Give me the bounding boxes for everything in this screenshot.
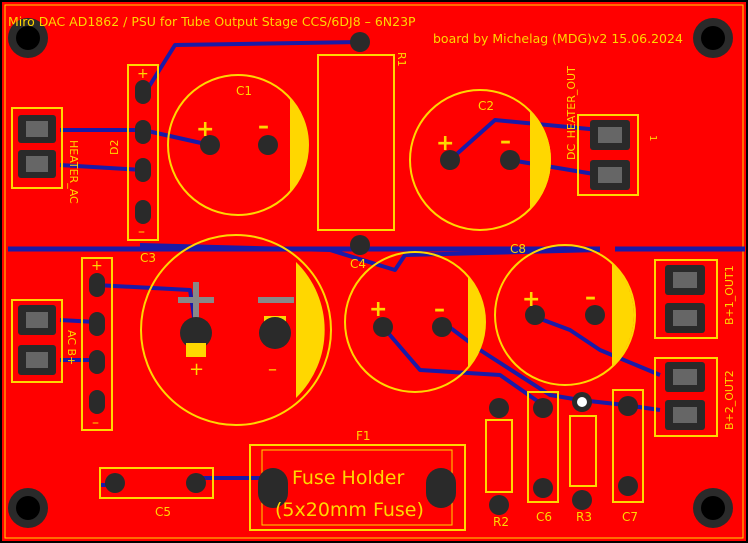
resistor-r3 — [569, 392, 597, 510]
c3-plus: + — [91, 258, 103, 274]
label-c3: C3 — [140, 251, 156, 265]
capacitor-c6 — [527, 391, 559, 503]
c4-plus: + — [369, 297, 387, 322]
label-f1: F1 — [356, 429, 371, 443]
capacitor-c7 — [612, 389, 644, 503]
label-heater-ac: HEATER_AC — [67, 140, 80, 204]
capacitor-c2 — [409, 89, 552, 231]
big-cap-plus: + — [189, 359, 204, 380]
silkscreen-text: Miro DAC AD1862 / PSU for Tube Output St… — [8, 14, 736, 529]
label-pin1: 1 — [647, 135, 658, 141]
fuse-label-line2: (5x20mm Fuse) — [275, 499, 424, 521]
board-title: Miro DAC AD1862 / PSU for Tube Output St… — [8, 14, 416, 29]
capacitor-c4-mid — [344, 251, 486, 393]
fuse-holder-f1 — [249, 444, 466, 531]
c2-minus: – — [500, 129, 511, 154]
d2-minus: – — [138, 224, 145, 240]
resistor-r1 — [317, 32, 395, 255]
c1-plus: + — [196, 117, 214, 142]
capacitor-c4 — [140, 234, 332, 426]
c3-minus: – — [92, 415, 99, 431]
mounting-holes — [8, 18, 733, 528]
board-credit: board by Michelag (MDG)v2 15.06.2024 — [433, 31, 683, 46]
label-r3: R3 — [576, 510, 592, 524]
label-c6: C6 — [536, 510, 552, 524]
label-c8: C8 — [510, 242, 526, 256]
heater-ac-connector — [11, 107, 63, 189]
label-b1-out1: B+1_OUT1 — [723, 265, 736, 325]
label-c1: C1 — [236, 84, 252, 98]
d2-plus: + — [137, 66, 149, 82]
label-dc-heater-out: DC_HEATER_OUT — [565, 66, 578, 160]
label-c4: C4 — [350, 257, 366, 271]
label-r1: R1 — [395, 52, 408, 67]
c8-minus: – — [585, 285, 596, 310]
label-c2: C2 — [478, 99, 494, 113]
c2-plus: + — [436, 131, 454, 156]
c3-bridge — [81, 257, 113, 431]
capacitor-c5 — [99, 467, 214, 499]
c4-minus: – — [434, 297, 445, 322]
label-c5: C5 — [155, 505, 171, 519]
label-b2-out2: B+2_OUT2 — [723, 370, 736, 430]
c1-minus: – — [258, 114, 269, 139]
capacitor-c1 — [167, 74, 309, 216]
dc-heater-out-connector — [577, 114, 639, 196]
capacitor-c8 — [494, 244, 636, 386]
b2-out2-connector — [654, 357, 718, 437]
label-ac-b: AC B+ — [65, 330, 78, 365]
label-d2: D2 — [108, 140, 121, 155]
board-outline — [4, 4, 744, 539]
b1-out1-connector — [654, 259, 718, 339]
c8-plus: + — [522, 287, 540, 312]
big-cap-minus: – — [268, 359, 277, 380]
ac-b-connector — [11, 299, 63, 383]
fuse-label-line1: Fuse Holder — [292, 467, 405, 489]
label-c7: C7 — [622, 510, 638, 524]
label-r2: R2 — [493, 515, 509, 529]
d2-bridge — [127, 64, 159, 241]
resistor-r2 — [485, 398, 513, 515]
